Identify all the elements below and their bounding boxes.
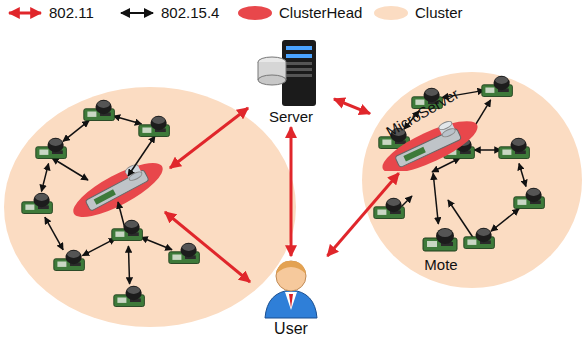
node-label: Mote: [424, 256, 457, 273]
user-icon: [259, 258, 323, 320]
mote-icon: [482, 76, 513, 97]
mote-link: [63, 121, 89, 142]
mote-icon: [139, 116, 170, 137]
connector: [290, 127, 293, 256]
mote-link: [474, 149, 501, 151]
wifi-link: [170, 108, 248, 168]
legend: 802.11 802.15.4 ClusterHead Cluster: [0, 2, 585, 26]
cluster-region: [4, 87, 296, 327]
legend-item: 802.15.4: [118, 2, 219, 24]
connector: [327, 173, 398, 256]
legend-line: [9, 12, 41, 15]
legend-swatch: [372, 5, 410, 21]
mote-link: [141, 237, 172, 250]
legend-item: Cluster: [372, 2, 463, 24]
wifi-link: [165, 212, 250, 282]
mote-icon: [499, 138, 530, 159]
legend-line: [121, 12, 153, 14]
mote-icon: [169, 243, 200, 264]
connector: [433, 173, 438, 224]
clusterhead: [67, 153, 169, 226]
mote-icon: [114, 286, 145, 307]
legend-item: 802.11: [6, 2, 94, 24]
legend-swatch: [236, 5, 274, 21]
legend-item: ClusterHead: [236, 2, 362, 24]
legend-label: 802.15.4: [161, 4, 219, 21]
mote-icon: [22, 193, 53, 214]
mote-icon: [421, 226, 461, 256]
legend-label: Cluster: [415, 4, 463, 21]
mote-icon: [514, 188, 545, 209]
mote-icon: [374, 198, 405, 219]
mote-link: [41, 164, 48, 192]
mote-link: [491, 209, 519, 232]
legend-swatch-fill: [238, 6, 272, 20]
mote-icon: [464, 228, 495, 249]
node-box: User: [256, 258, 326, 338]
mote-icon: [84, 100, 115, 121]
connector: [334, 99, 370, 114]
legend-swatch: [118, 5, 156, 21]
mote-shape: [423, 228, 457, 251]
cluster-region: [362, 72, 582, 288]
mote-link: [113, 116, 141, 124]
mote-link: [128, 136, 155, 176]
mote-link: [519, 163, 526, 186]
legend-swatch: [6, 5, 44, 21]
legend-swatch-fill: [374, 6, 408, 20]
legend-label: ClusterHead: [279, 4, 362, 21]
mote-link: [82, 238, 115, 255]
mote-link: [52, 158, 88, 180]
server-icon: [252, 38, 330, 108]
node-box: Mote: [418, 226, 464, 273]
mote-icon: [54, 250, 85, 271]
node-label: Server: [269, 108, 313, 125]
mote-icon: [112, 220, 143, 241]
legend-label: 802.11: [49, 4, 94, 21]
node-box: Server: [250, 38, 332, 125]
mote-link: [45, 217, 63, 250]
mote-link: [128, 246, 129, 284]
node-box: MicroServer: [372, 104, 487, 171]
mote-icon: [36, 138, 67, 159]
node-label: User: [274, 320, 308, 338]
